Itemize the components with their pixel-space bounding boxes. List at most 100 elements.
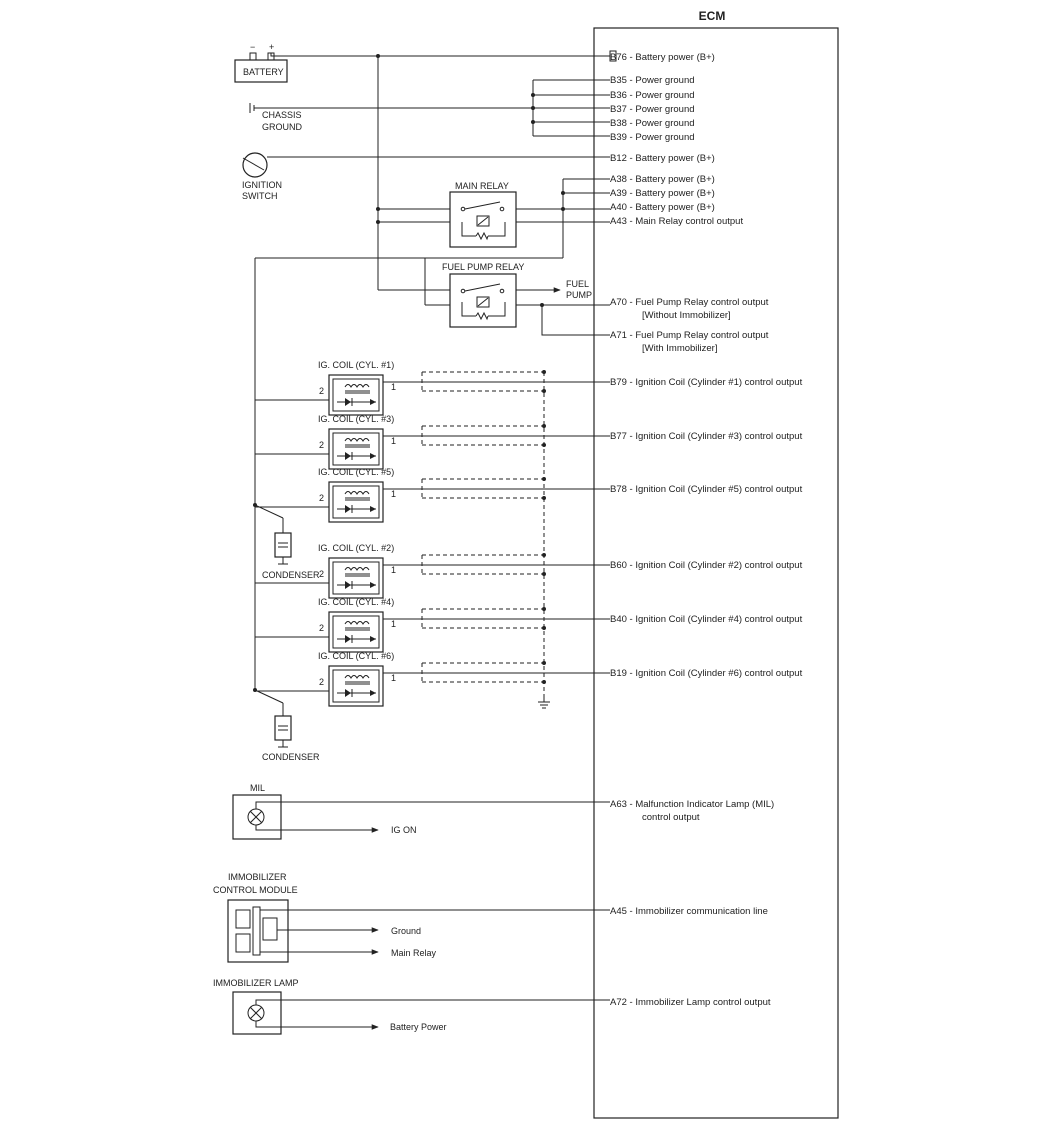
mil-lamp: MIL IG ON bbox=[232, 783, 610, 840]
pin-b60: B60 - Ignition Coil (Cylinder #2) contro… bbox=[610, 560, 803, 571]
svg-text:[With Immobilizer]: [With Immobilizer] bbox=[642, 343, 717, 354]
battery: BATTERY − + bbox=[234, 42, 610, 83]
condenser-1: CONDENSER bbox=[253, 503, 320, 580]
svg-text:IG ON: IG ON bbox=[391, 825, 417, 835]
coil-pin-2: 2 bbox=[319, 623, 324, 633]
coil-pin-2: 2 bbox=[319, 386, 324, 396]
svg-text:A70 - Fuel Pump Relay control: A70 - Fuel Pump Relay control output bbox=[610, 297, 769, 308]
svg-text:B40 - Ignition Coil (Cylinder: B40 - Ignition Coil (Cylinder #4) contro… bbox=[610, 614, 803, 625]
svg-text:A45 - Immobilizer communicatio: A45 - Immobilizer communication line bbox=[610, 906, 768, 917]
pin-b76: B76 - Battery power (B+) bbox=[609, 50, 715, 63]
svg-text:A72 - Immobilizer Lamp control: A72 - Immobilizer Lamp control output bbox=[610, 997, 771, 1008]
pin-b39: B39 - Power ground bbox=[610, 132, 695, 143]
svg-text:A39 - Battery power (B+): A39 - Battery power (B+) bbox=[610, 188, 715, 199]
coil-label: IG. COIL (CYL. #6) bbox=[318, 651, 394, 661]
pin-b77: B77 - Ignition Coil (Cylinder #3) contro… bbox=[610, 431, 803, 442]
svg-text:CONDENSER: CONDENSER bbox=[262, 570, 320, 580]
coil-pin-1: 1 bbox=[391, 619, 396, 629]
pin-b40: B40 - Ignition Coil (Cylinder #4) contro… bbox=[610, 614, 803, 625]
chassis-ground: CHASSIS GROUND bbox=[249, 79, 610, 137]
svg-text:CONDENSER: CONDENSER bbox=[262, 752, 320, 762]
coil-label: IG. COIL (CYL. #4) bbox=[318, 597, 394, 607]
svg-text:FUEL: FUEL bbox=[566, 279, 589, 289]
coil-pin-2: 2 bbox=[319, 493, 324, 503]
coil-label: IG. COIL (CYL. #1) bbox=[318, 360, 394, 370]
svg-text:FUEL PUMP RELAY: FUEL PUMP RELAY bbox=[442, 262, 524, 272]
coil-pin-1: 1 bbox=[391, 382, 396, 392]
ecm-unit: ECM bbox=[593, 9, 839, 1119]
pin-b19: B19 - Ignition Coil (Cylinder #6) contro… bbox=[610, 668, 803, 679]
ignition-coil-5: IG. COIL (CYL. #4) 2 1 bbox=[255, 597, 610, 653]
svg-text:B38 - Power ground: B38 - Power ground bbox=[610, 118, 695, 129]
pin-b36: B36 - Power ground bbox=[610, 90, 695, 101]
pin-a45: A45 - Immobilizer communication line bbox=[610, 906, 768, 917]
svg-text:B60 - Ignition Coil (Cylinder: B60 - Ignition Coil (Cylinder #2) contro… bbox=[610, 560, 803, 571]
coil-label: IG. COIL (CYL. #2) bbox=[318, 543, 394, 553]
svg-text:B39 - Power ground: B39 - Power ground bbox=[610, 132, 695, 143]
svg-text:−: − bbox=[250, 42, 255, 52]
svg-text:A43 - Main Relay control outpu: A43 - Main Relay control output bbox=[610, 216, 743, 227]
svg-text:B36 - Power ground: B36 - Power ground bbox=[610, 90, 695, 101]
coil-pin-2: 2 bbox=[319, 440, 324, 450]
svg-text:IMMOBILIZER: IMMOBILIZER bbox=[228, 872, 287, 882]
ecm-pin-list: B76 - Battery power (B+) B35 - Power gro… bbox=[609, 50, 803, 1008]
svg-text:B77 - Ignition Coil (Cylinder: B77 - Ignition Coil (Cylinder #3) contro… bbox=[610, 431, 803, 442]
ignition-coil-3: IG. COIL (CYL. #5) 2 1 bbox=[255, 467, 610, 523]
pin-a63: A63 - Malfunction Indicator Lamp (MIL) co… bbox=[610, 799, 774, 823]
svg-text:B19 - Ignition Coil (Cylinder: B19 - Ignition Coil (Cylinder #6) contro… bbox=[610, 668, 803, 679]
svg-text:GROUND: GROUND bbox=[262, 122, 302, 132]
pin-a72: A72 - Immobilizer Lamp control output bbox=[610, 997, 771, 1008]
immobilizer-control-module: IMMOBILIZER CONTROL MODULE Ground Main R… bbox=[213, 872, 610, 963]
pin-b35: B35 - Power ground bbox=[610, 75, 695, 86]
svg-text:B79 - Ignition Coil (Cylinder: B79 - Ignition Coil (Cylinder #1) contro… bbox=[610, 377, 803, 388]
ignition-coil-1: IG. COIL (CYL. #1) 2 1 bbox=[255, 360, 610, 416]
svg-text:CONTROL MODULE: CONTROL MODULE bbox=[213, 885, 298, 895]
coil-pin-2: 2 bbox=[319, 677, 324, 687]
shield-wire bbox=[538, 372, 550, 709]
svg-text:B37 - Power ground: B37 - Power ground bbox=[610, 104, 695, 115]
pin-a71: A71 - Fuel Pump Relay control output [Wit… bbox=[610, 330, 769, 354]
immobilizer-lamp: IMMOBILIZER LAMP Battery Power bbox=[213, 978, 610, 1035]
svg-text:SWITCH: SWITCH bbox=[242, 191, 278, 201]
pin-b12: B12 - Battery power (B+) bbox=[610, 153, 715, 164]
svg-text:CHASSIS: CHASSIS bbox=[262, 110, 302, 120]
ignition-switch: IGNITION SWITCH bbox=[242, 152, 610, 201]
svg-text:IMMOBILIZER LAMP: IMMOBILIZER LAMP bbox=[213, 978, 299, 988]
svg-text:MIL: MIL bbox=[250, 783, 265, 793]
pin-a70: A70 - Fuel Pump Relay control output [Wit… bbox=[610, 297, 769, 321]
svg-text:IGNITION: IGNITION bbox=[242, 180, 282, 190]
svg-text:B78 - Ignition Coil (Cylinder: B78 - Ignition Coil (Cylinder #5) contro… bbox=[610, 484, 803, 495]
pin-b79: B79 - Ignition Coil (Cylinder #1) contro… bbox=[610, 377, 803, 388]
condenser-2: CONDENSER bbox=[253, 688, 320, 762]
svg-text:MAIN RELAY: MAIN RELAY bbox=[455, 181, 509, 191]
svg-text:BATTERY: BATTERY bbox=[243, 67, 284, 77]
pin-b78: B78 - Ignition Coil (Cylinder #5) contro… bbox=[610, 484, 803, 495]
svg-text:B76 - Battery power (B+): B76 - Battery power (B+) bbox=[610, 52, 715, 63]
svg-text:control output: control output bbox=[642, 812, 700, 823]
svg-text:[Without Immobilizer]: [Without Immobilizer] bbox=[642, 310, 731, 321]
pin-b38: B38 - Power ground bbox=[610, 118, 695, 129]
svg-text:A63 - Malfunction Indicator La: A63 - Malfunction Indicator Lamp (MIL) bbox=[610, 799, 774, 810]
coil-pin-1: 1 bbox=[391, 489, 396, 499]
svg-text:Main Relay: Main Relay bbox=[391, 948, 437, 958]
svg-text:+: + bbox=[269, 42, 274, 52]
coil-label: IG. COIL (CYL. #3) bbox=[318, 414, 394, 424]
svg-text:A40 - Battery power (B+): A40 - Battery power (B+) bbox=[610, 202, 715, 213]
pin-a38: A38 - Battery power (B+) bbox=[610, 174, 715, 185]
pin-a43: A43 - Main Relay control output bbox=[610, 216, 743, 227]
coil-pin-1: 1 bbox=[391, 565, 396, 575]
main-relay: MAIN RELAY bbox=[378, 178, 610, 258]
svg-text:A38 - Battery power (B+): A38 - Battery power (B+) bbox=[610, 174, 715, 185]
svg-text:Battery Power: Battery Power bbox=[390, 1022, 447, 1032]
coil-label: IG. COIL (CYL. #5) bbox=[318, 467, 394, 477]
svg-text:PUMP: PUMP bbox=[566, 290, 592, 300]
svg-text:A71 - Fuel Pump Relay control: A71 - Fuel Pump Relay control output bbox=[610, 330, 769, 341]
pin-a40: A40 - Battery power (B+) bbox=[610, 202, 715, 213]
svg-text:B35 - Power ground: B35 - Power ground bbox=[610, 75, 695, 86]
svg-text:Ground: Ground bbox=[391, 926, 421, 936]
